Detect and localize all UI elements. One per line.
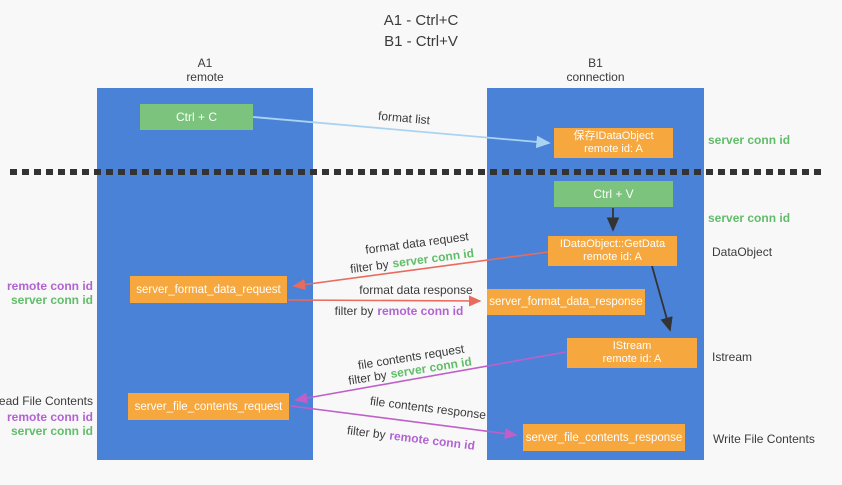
edge-label-format-list: format list [377,108,431,128]
node-ctrl-c: Ctrl + C [140,104,253,130]
side-label-read-file-contents: Read File Contents [0,394,93,408]
edge-label-filter-by-remote-conn-id-file: filter by remote conn id [346,423,475,453]
node-save-idataobject-line2: remote id: A [584,143,643,155]
node-istream-line2: remote id: A [602,353,662,365]
filter-by-text: filter by [347,367,388,388]
node-istream: IStream remote id: A [567,338,697,368]
edge-label-file-contents-response: file contents response [369,393,487,423]
lane-header-b1: B1 connection [487,56,704,84]
remote-conn-id-text: remote conn id [388,428,476,453]
node-server-format-data-response: server_format_data_response [487,289,645,315]
filter-by-text: filter by [349,257,390,277]
title-line-1: A1 - Ctrl+C [383,12,459,29]
edge-label-filter-by-remote-conn-id-format: filter by remote conn id [335,304,464,318]
lane-a1-name: A1 [197,56,213,70]
node-save-idataobject-line1: 保存IDataObject [573,129,654,142]
title-line-2: B1 - Ctrl+V [384,33,458,50]
side-label-istream: Istream [712,350,753,364]
side-label-server-conn-id-mid: server conn id [708,211,791,225]
node-idataobject-getdata: IDataObject::GetData remote id: A [548,236,677,266]
node-server-file-contents-request: server_file_contents_request [128,393,289,420]
side-label-remote-conn-id-file: remote conn id [6,410,93,424]
diagram-title: A1 - Ctrl+C B1 - Ctrl+V [0,10,842,52]
node-idataobject-getdata-line2: remote id: A [583,251,642,263]
node-server-file-contents-response: server_file_contents_response [523,424,685,451]
lane-header-a1: A1 remote [97,56,313,84]
side-label-write-file-contents: Write File Contents [713,432,815,446]
node-istream-line1: IStream [612,339,652,352]
side-label-remote-conn-id-format: remote conn id [6,279,93,293]
lane-b1-subtitle: connection [566,70,625,84]
arrow-format-data-response [287,295,482,307]
node-server-format-data-request: server_format_data_request [130,276,287,303]
filter-by-text: filter by [346,423,387,442]
node-idataobject-getdata-line1: IDataObject::GetData [559,237,666,250]
filter-by-text: filter by [334,304,374,318]
edge-label-format-data-response: format data response [359,283,473,297]
node-save-idataobject: 保存IDataObject remote id: A [554,128,673,158]
lane-b1-name: B1 [588,56,603,70]
side-label-server-conn-id-top: server conn id [708,133,791,147]
remote-conn-id-text: remote conn id [377,304,464,318]
side-label-server-conn-id-file: server conn id [10,424,93,438]
lane-a1-subtitle: remote [186,70,224,84]
side-label-dataobject: DataObject [712,245,773,259]
side-label-server-conn-id-format: server conn id [10,293,93,307]
session-divider-dotted-line [10,169,826,175]
node-ctrl-v: Ctrl + V [554,181,673,207]
